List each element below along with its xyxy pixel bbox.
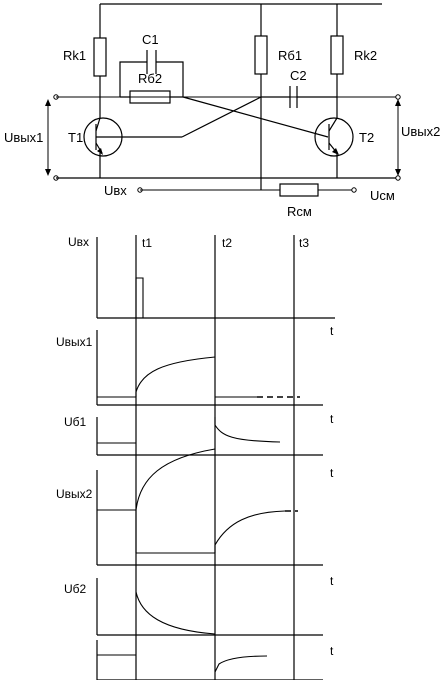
label-rk2: Rk2: [354, 48, 377, 63]
label-rb1: Rб1: [278, 48, 302, 63]
label-rk1: Rk1: [63, 48, 86, 63]
uvh-pulse: [135, 277, 144, 318]
ub1-recovery: [214, 417, 281, 443]
time-marker-t3: t3: [299, 236, 309, 250]
transistor-t2: [314, 117, 354, 157]
timing-diagram: t1 t2 t3 Uвх Uвых1 t Uб1 t Uвых2 t: [56, 235, 335, 680]
time-marker-t1: t1: [142, 236, 152, 250]
time-axis-t-5: t: [330, 644, 334, 658]
schematic: Rk1 C1 Rб2 Rб1 C2 Rk2 T1 T2 Uвых1 Uвых2 …: [4, 3, 440, 219]
out2-terminal-right: [395, 94, 401, 100]
rk2-resistor: [330, 35, 344, 75]
rk1-resistor: [93, 37, 107, 77]
label-uvyh2: Uвых2: [401, 124, 440, 139]
label-rsm: Rсм: [287, 204, 312, 219]
common-terminal-right: [395, 175, 401, 181]
trace-label-ub1: Uб1: [64, 415, 87, 429]
rsm-resistor: [279, 183, 319, 197]
time-axis-t-2: t: [330, 412, 334, 426]
usm-terminal: [351, 187, 357, 193]
label-c2: C2: [290, 68, 307, 83]
common-terminal-left: [53, 175, 59, 181]
label-t1: T1: [68, 130, 83, 145]
label-uvyh1: Uвых1: [4, 130, 43, 145]
rb1-resistor: [254, 35, 268, 75]
trace-label-ub2: Uб2: [64, 582, 87, 596]
label-t2: T2: [359, 130, 374, 145]
time-axis-t-1: t: [330, 324, 334, 338]
rb2-to-t2-base: [182, 96, 329, 138]
time-marker-t2: t2: [222, 236, 232, 250]
time-axis-t-3: t: [330, 466, 334, 480]
ub2-decay: [135, 591, 216, 635]
label-rb2: Rб2: [138, 71, 162, 86]
out1-terminal-left: [53, 94, 59, 100]
label-uvh: Uвх: [104, 183, 127, 198]
uvyh2-rise-1: [135, 448, 216, 553]
uvyh2-rise-2: [214, 510, 286, 553]
c1-bracket: [119, 61, 147, 97]
label-usm: Uсм: [370, 188, 395, 203]
rb1-to-t1-base: [181, 96, 262, 138]
c1-bracket-right: [156, 61, 184, 97]
time-axis-t-4: t: [330, 574, 334, 588]
uvyh1-rise: [135, 356, 216, 397]
trace-label-uvyh1: Uвых1: [56, 335, 93, 349]
bottom-recovery: [214, 655, 268, 673]
uvh-terminal: [137, 187, 143, 193]
trace-label-uvyh2: Uвых2: [56, 487, 93, 501]
label-c1: C1: [142, 32, 159, 47]
trace-label-uvh: Uвх: [68, 235, 89, 249]
